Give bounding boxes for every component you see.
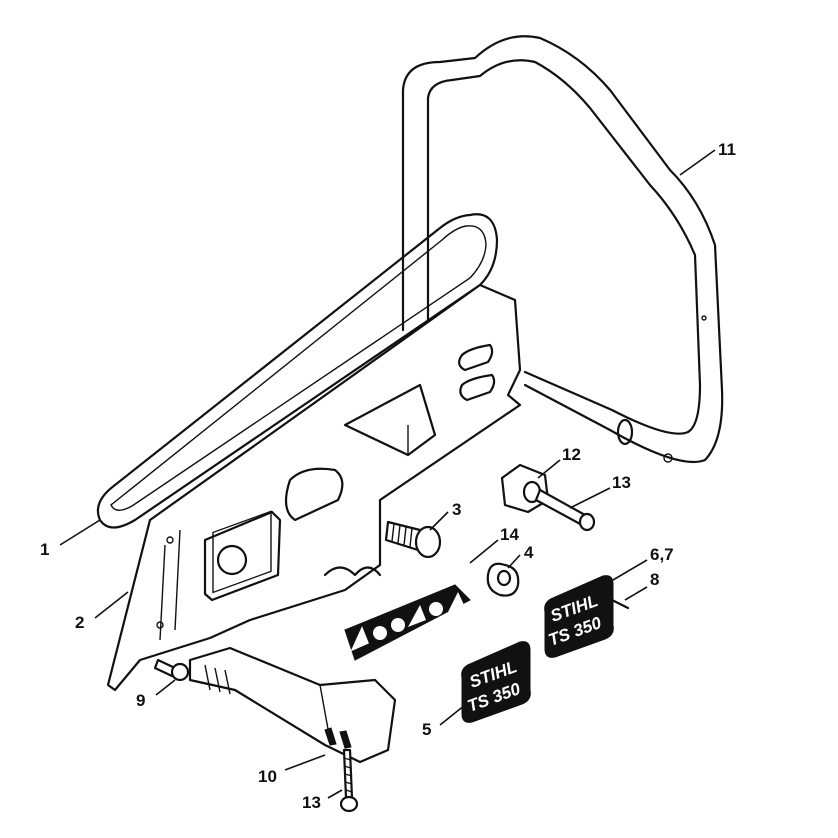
part-6-7-decal: STIHL TS 350 [544, 575, 614, 658]
part-3-bolt [384, 520, 442, 559]
callout-11: 11 [718, 140, 736, 159]
callout-14: 14 [500, 525, 519, 544]
callout-9: 9 [136, 691, 145, 710]
callout-1: 1 [40, 540, 49, 559]
part-13-upper-screw [534, 488, 596, 532]
part-1-belt-loop [96, 213, 499, 529]
leader-lines [59, 149, 716, 799]
callout-6-7: 6,7 [650, 545, 674, 564]
part-14-warning-decal [344, 584, 471, 661]
callout-labels: 1 2 3 4 5 6,7 8 9 10 11 12 13 13 14 [40, 140, 736, 812]
callout-10: 10 [258, 767, 277, 786]
part-12-clamp [500, 463, 550, 514]
callout-5: 5 [422, 720, 431, 739]
part-13-lower-screw [339, 748, 359, 813]
callout-2: 2 [75, 613, 84, 632]
part-4-nut [486, 562, 520, 597]
callout-13-upper: 13 [612, 473, 631, 492]
callout-4: 4 [524, 543, 534, 562]
callout-8: 8 [650, 570, 659, 589]
part-5-decal: STIHL TS 350 [461, 641, 531, 723]
part-11-handle-frame [401, 35, 724, 464]
part-9-screw [153, 658, 190, 682]
callout-3: 3 [452, 500, 461, 519]
part-2-housing [106, 283, 522, 692]
callout-12: 12 [562, 445, 581, 464]
callout-13-lower: 13 [302, 793, 321, 812]
part-10-support-bracket [188, 646, 397, 764]
part-8-pin [606, 596, 630, 610]
